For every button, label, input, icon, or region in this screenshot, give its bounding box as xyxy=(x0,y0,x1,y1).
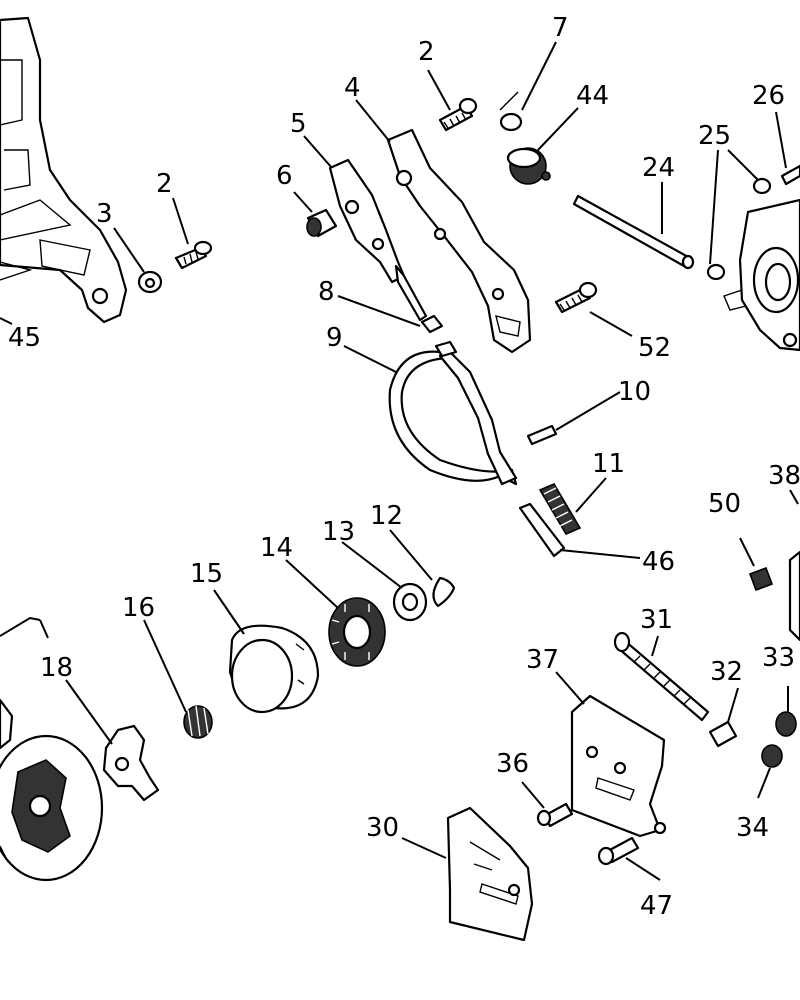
leader-lines xyxy=(0,41,799,881)
callout-24: 24 xyxy=(642,153,675,183)
rod-24 xyxy=(572,194,695,270)
callout-2-left: 2 xyxy=(156,169,173,199)
clutch-drum-15 xyxy=(228,624,320,714)
callout-50: 50 xyxy=(708,489,741,519)
callout-37: 37 xyxy=(526,645,559,675)
callout-52: 52 xyxy=(638,333,671,363)
nut-32 xyxy=(708,720,738,748)
callout-7: 7 xyxy=(552,13,569,43)
lever-5 xyxy=(328,158,428,322)
screw-36 xyxy=(536,802,574,828)
callout-31: 31 xyxy=(640,605,673,635)
callout-6: 6 xyxy=(276,161,293,191)
clutch-shoe-assembly xyxy=(0,698,104,882)
callout-47: 47 xyxy=(640,891,673,921)
callout-4: 4 xyxy=(344,73,361,103)
callout-16: 16 xyxy=(122,593,155,623)
clutch-hub-18 xyxy=(102,724,160,802)
callout-34: 34 xyxy=(736,813,769,843)
washer-13 xyxy=(392,582,428,622)
bolt-2-left xyxy=(174,240,213,270)
callout-32: 32 xyxy=(710,657,743,687)
circlip-12 xyxy=(432,576,456,608)
bolt-31 xyxy=(613,631,710,722)
brake-band-9 xyxy=(388,340,518,486)
o-rings-25 xyxy=(706,177,772,281)
callout-30: 30 xyxy=(366,813,399,843)
callout-33: 33 xyxy=(762,643,795,673)
callout-12: 12 xyxy=(370,501,403,531)
callout-15: 15 xyxy=(190,559,223,589)
pin-26 xyxy=(780,164,800,186)
handle-housing xyxy=(0,16,128,324)
callout-36: 36 xyxy=(496,749,529,779)
needle-bearing-16 xyxy=(183,705,213,739)
nut-50 xyxy=(748,566,774,592)
callout-38: 38 xyxy=(768,461,800,491)
pin-10 xyxy=(526,424,558,446)
callout-labels: 2 2 3 4 5 6 7 8 9 10 11 12 13 14 15 16 1… xyxy=(8,13,800,921)
callout-26: 26 xyxy=(752,81,785,111)
oil-pump-housing xyxy=(723,198,800,352)
callout-44: 44 xyxy=(576,81,609,111)
guide-plate-30 xyxy=(446,806,534,942)
callout-9: 9 xyxy=(326,323,343,353)
spring-clip-7 xyxy=(499,91,523,132)
callout-8: 8 xyxy=(318,277,335,307)
washer-3 xyxy=(137,270,163,294)
gear-33 xyxy=(775,711,797,737)
callout-10: 10 xyxy=(618,377,651,407)
callout-46: 46 xyxy=(642,547,675,577)
callout-5: 5 xyxy=(290,109,307,139)
callout-25: 25 xyxy=(698,121,731,151)
screw-47 xyxy=(597,836,640,866)
tensioner-bracket xyxy=(788,550,800,642)
callout-14: 14 xyxy=(260,533,293,563)
block-8 xyxy=(420,314,444,334)
callout-18: 18 xyxy=(40,653,73,683)
bushing-6 xyxy=(306,208,338,238)
side-plate-37 xyxy=(570,694,667,838)
spring-11 xyxy=(538,482,582,536)
sprocket-14 xyxy=(328,597,386,667)
plate-46 xyxy=(518,502,566,558)
cap-44 xyxy=(506,147,551,185)
callout-11: 11 xyxy=(592,449,625,479)
bolt-52 xyxy=(554,281,598,314)
nut-34 xyxy=(761,744,783,768)
callout-13: 13 xyxy=(322,517,355,547)
callout-45: 45 xyxy=(8,323,41,353)
callout-3: 3 xyxy=(96,199,113,229)
callout-2-top: 2 xyxy=(418,37,435,67)
bolt-2-top xyxy=(438,97,478,132)
brake-lever-4 xyxy=(386,128,532,354)
